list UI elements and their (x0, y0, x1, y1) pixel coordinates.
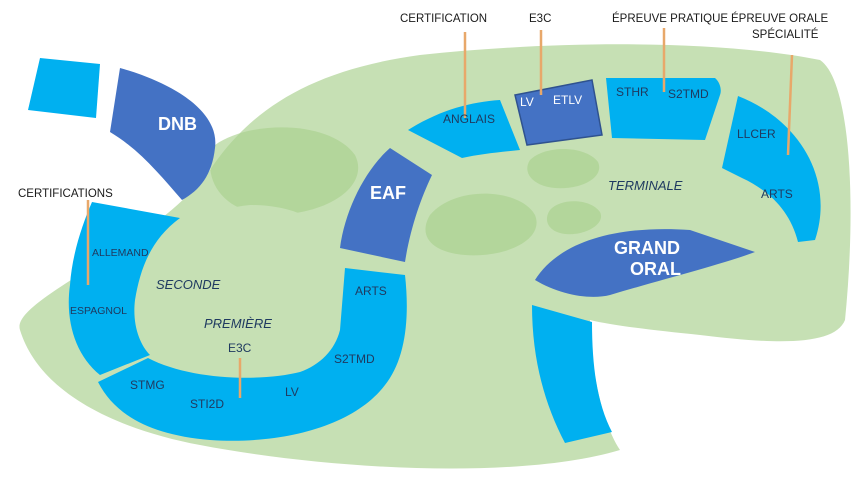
callout-epreuve-orale-line2: SPÉCIALITÉ (752, 28, 819, 41)
label-allemand: ALLEMAND (92, 247, 149, 259)
seg-small-square (28, 58, 100, 118)
label-sthr: STHR (616, 85, 649, 99)
label-eaf: EAF (370, 183, 406, 203)
callout-certification: CERTIFICATION (400, 13, 487, 25)
label-etlv: ETLV (553, 93, 582, 107)
seg-llcer-arts (722, 96, 821, 242)
seg-grand-oral (535, 229, 755, 297)
label-espagnol: ESPAGNOL (70, 305, 127, 317)
inner-blob-top (527, 148, 600, 189)
label-s2tmd-bottom: S2TMD (334, 352, 375, 366)
zone-terminale: TERMINALE (608, 178, 683, 193)
inner-blob-small (546, 201, 602, 235)
label-anglais: ANGLAIS (443, 112, 495, 126)
callout-certifications: CERTIFICATIONS (18, 188, 113, 200)
label-lv-bottom: LV (285, 385, 299, 399)
callout-e3c: E3C (529, 13, 551, 25)
seg-seconde-left (68, 202, 180, 375)
label-llcer: LLCER (737, 127, 776, 141)
seg-bottom-arc (98, 268, 407, 441)
seg-dnb (110, 68, 216, 200)
label-s2tmd-top: S2TMD (668, 87, 709, 101)
zone-seconde: SECONDE (156, 277, 221, 292)
spiral-inner-field (138, 205, 353, 374)
label-sti2d: STI2D (190, 397, 224, 411)
pin-epreuve-orale (786, 54, 794, 156)
seg-anglais (408, 100, 520, 158)
seg-lv-etlv (514, 79, 603, 146)
label-oral: ORAL (630, 259, 681, 279)
label-stmg: STMG (130, 378, 165, 392)
label-grand: GRAND (614, 238, 680, 258)
seg-bottom-right (532, 305, 612, 443)
label-e3c-bottom: E3C (228, 341, 252, 355)
seg-sthr-s2tmd (606, 78, 721, 140)
label-arts-mid: ARTS (355, 284, 387, 298)
label-dnb: DNB (158, 114, 197, 134)
label-arts-right: ARTS (761, 187, 793, 201)
seg-eaf (340, 148, 432, 262)
inner-blob-mid (425, 193, 537, 256)
label-lv-top: LV (520, 95, 534, 109)
zone-premiere: PREMIÈRE (204, 316, 272, 331)
callout-epreuve-orale-line1: ÉPREUVE ORALE (731, 12, 828, 25)
callout-epreuve-pratique: ÉPREUVE PRATIQUE (612, 12, 728, 25)
inner-blob-left (210, 127, 359, 215)
